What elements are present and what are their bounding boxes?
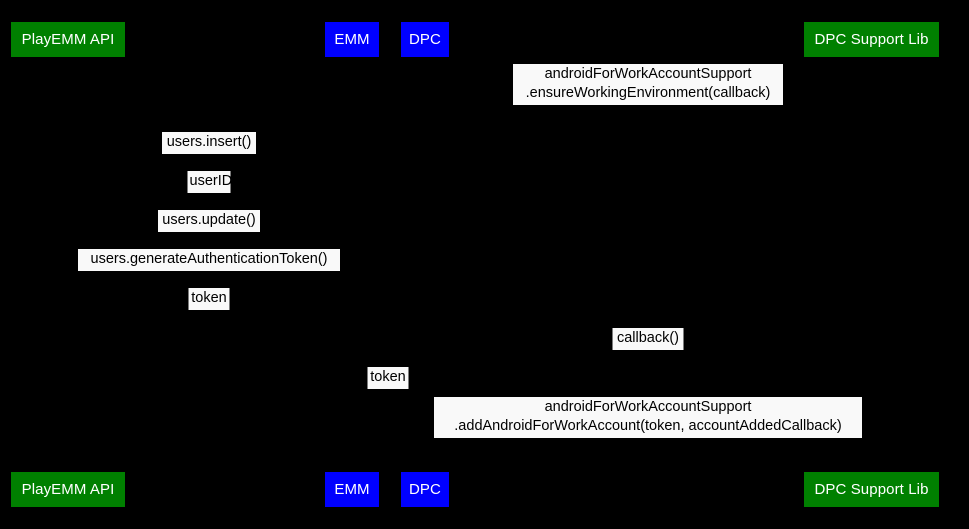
lifeline-dpc-support-lib (871, 57, 872, 472)
message-label-user-id: userID (187, 171, 232, 193)
message-label-users-insert: users.insert() (162, 132, 256, 154)
participant-dpc-support-lib-top[interactable]: DPC Support Lib (804, 22, 939, 57)
participant-emm-bottom[interactable]: EMM (325, 472, 379, 507)
message-label-generate-authentication-token: users.generateAuthenticationToken() (78, 249, 340, 271)
message-label-users-update: users.update() (158, 210, 260, 232)
message-label-add-android-for-work-account: androidForWorkAccountSupport .addAndroid… (434, 397, 862, 438)
participant-dpc-bottom[interactable]: DPC (401, 472, 449, 507)
participant-playemm-api-bottom[interactable]: PlayEMM API (11, 472, 125, 507)
participant-dpc-top[interactable]: DPC (401, 22, 449, 57)
message-label-token-to-dpc: token (367, 367, 409, 389)
lifeline-dpc (425, 57, 426, 472)
message-label-ensure-working-environment: androidForWorkAccountSupport .ensureWork… (513, 64, 783, 105)
message-label-token-to-emm: token (188, 288, 230, 310)
lifeline-playemm-api (68, 57, 69, 472)
message-label-callback: callback() (612, 328, 684, 350)
lifeline-emm (352, 57, 353, 472)
participant-playemm-api-top[interactable]: PlayEMM API (11, 22, 125, 57)
participant-dpc-support-lib-bottom[interactable]: DPC Support Lib (804, 472, 939, 507)
participant-emm-top[interactable]: EMM (325, 22, 379, 57)
